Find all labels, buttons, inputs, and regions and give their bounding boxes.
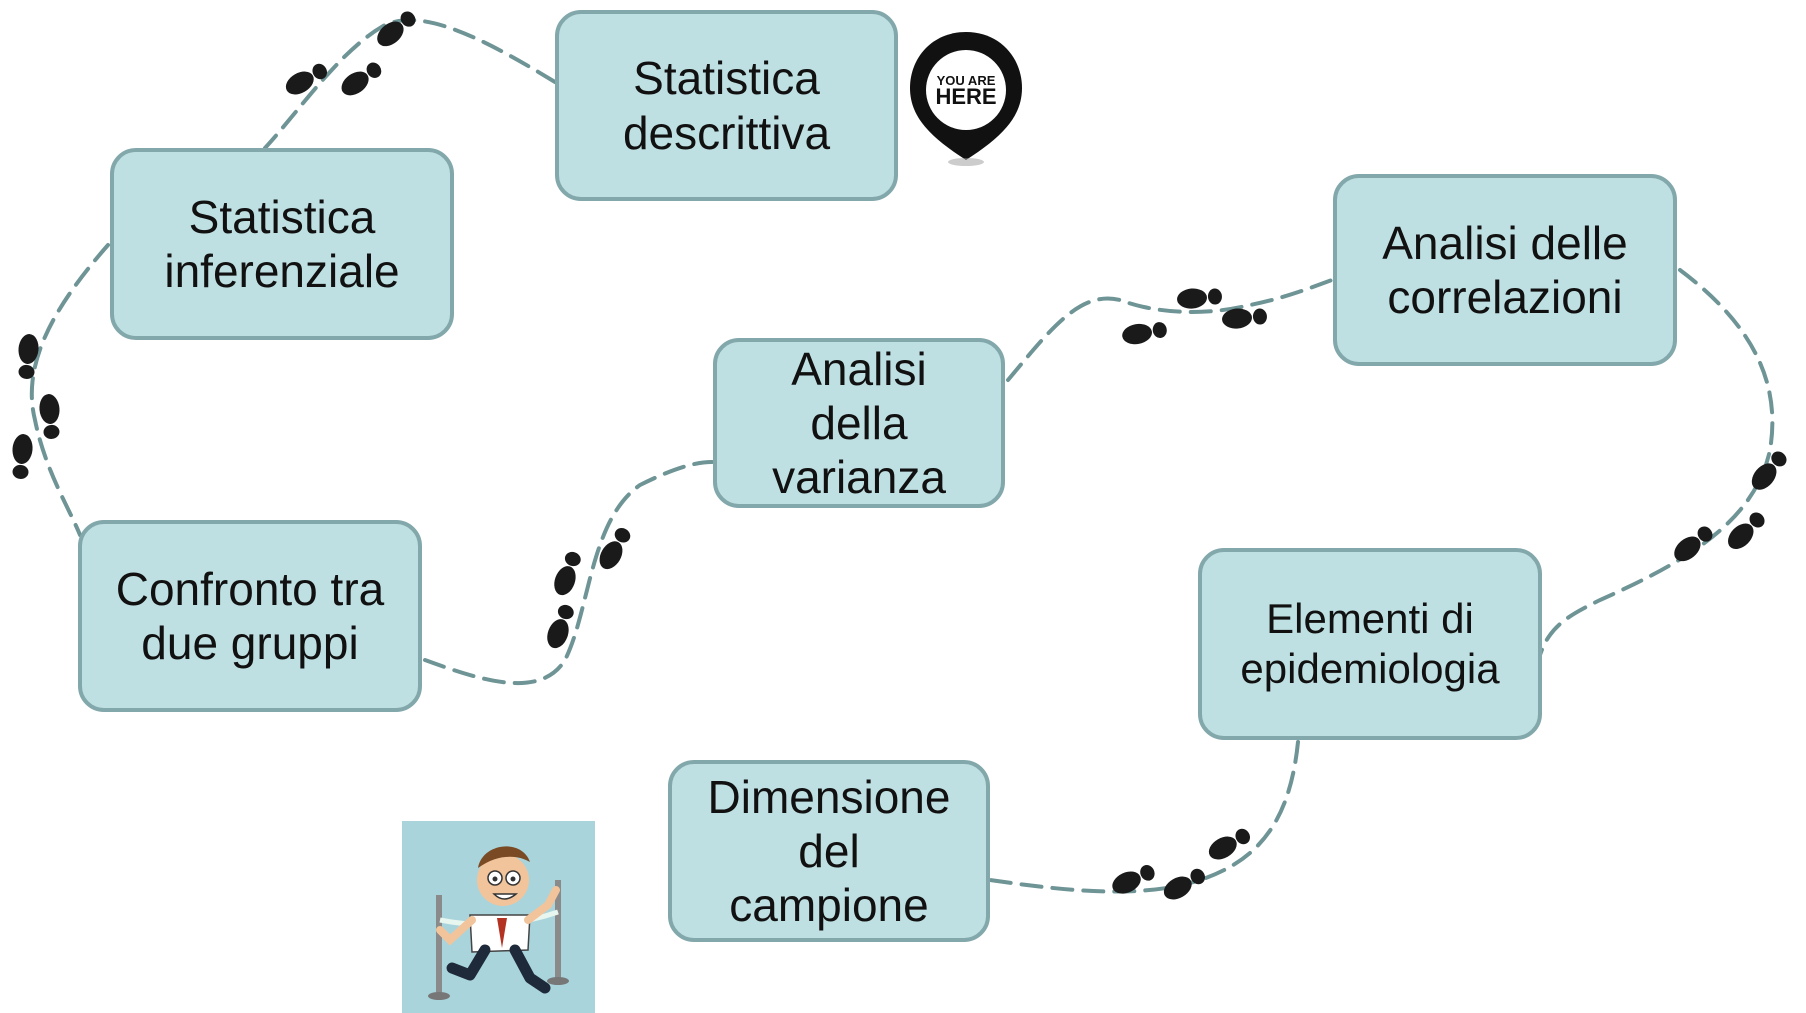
node-label-line: Statistica [188, 190, 376, 243]
footprint-icon [18, 334, 39, 379]
node-label-line: Analisi [791, 342, 927, 395]
node-label-line: epidemiologia [1240, 645, 1500, 692]
node-label-line: varianza [772, 451, 946, 504]
node-label-line: Elementi di [1266, 595, 1474, 643]
footprints-icon-group [12, 11, 1787, 900]
node-label-line: del [798, 824, 860, 877]
node-label: Dimensione del campione [708, 770, 951, 933]
footprint-icon [1751, 451, 1787, 490]
footprint-icon [12, 434, 33, 479]
footprint-icon [341, 62, 382, 96]
location-pin-icon: YOU ARE HERE [910, 32, 1022, 166]
node-dimensione-del-campione[interactable]: Dimensione del campione [668, 760, 990, 942]
node-label-line: Confronto tra [115, 562, 385, 615]
node-label: Statistica descrittiva [623, 51, 830, 160]
node-label: Confronto tra due gruppi [116, 562, 384, 671]
node-label-line: Dimensione [707, 770, 951, 823]
finish-line-runner-icon [402, 821, 595, 1013]
node-analisi-della-varianza[interactable]: Analisi della varianza [713, 338, 1005, 508]
footprint-icon [1208, 828, 1250, 860]
path-segment-epidemiologia-campione [988, 740, 1300, 894]
footprint-icon [39, 394, 60, 439]
footprint-icon [285, 63, 327, 95]
path-segment-confronto-varianza [423, 460, 714, 685]
path-segment-correlazioni-epidemiologia [1538, 268, 1775, 657]
footprint-icon [1112, 864, 1155, 894]
pin-text-line1: YOU ARE [937, 73, 996, 88]
footprint-icon [554, 551, 581, 596]
node-label-line: descrittiva [622, 106, 831, 159]
footprint-icon [1674, 526, 1713, 562]
node-confronto-tra-due-gruppi[interactable]: Confronto tra due gruppi [78, 520, 422, 712]
node-label-line: Statistica [633, 52, 820, 105]
node-elementi-di-epidemiologia[interactable]: Elementi di epidemiologia [1198, 548, 1542, 740]
footprint-icon [599, 528, 631, 570]
node-label-line: correlazioni [1387, 271, 1623, 323]
node-label-line: campione [729, 879, 929, 932]
footprint-icon [377, 11, 416, 47]
pin-text-line2: HERE [935, 84, 996, 109]
node-label-line: Analisi delle [1382, 216, 1628, 269]
footprint-icon [1222, 308, 1267, 329]
footprint-icon [547, 604, 574, 649]
node-label: Elementi di epidemiologia [1240, 594, 1499, 693]
node-analisi-delle-correlazioni[interactable]: Analisi delle correlazioni [1333, 174, 1677, 366]
path-segment-descrittiva-inferenziale [263, 18, 557, 150]
path-segment-varianza-correlazioni [1006, 278, 1334, 382]
node-label-line: due gruppi [141, 617, 359, 669]
node-label: Analisi della varianza [772, 342, 946, 505]
footprint-icon [1122, 322, 1167, 345]
node-statistica-inferenziale[interactable]: Statistica inferenziale [110, 148, 454, 340]
footprint-icon [1177, 288, 1222, 309]
node-label: Analisi delle correlazioni [1382, 216, 1627, 325]
path-segment-inferenziale-confronto [29, 243, 110, 537]
node-label-line: della [810, 396, 908, 449]
footprint-icon [1163, 868, 1205, 900]
footprint-icon [1728, 512, 1765, 549]
node-statistica-descrittiva[interactable]: Statistica descrittiva [555, 10, 898, 201]
node-label-line: inferenziale [164, 245, 400, 297]
node-label: Statistica inferenziale [164, 190, 399, 299]
